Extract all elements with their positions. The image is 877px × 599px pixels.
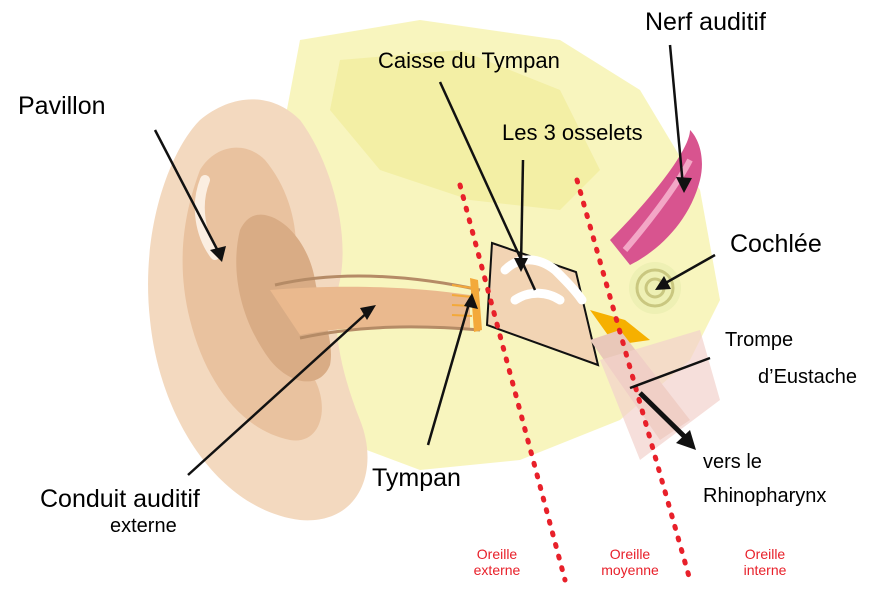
zone-interne-line2: interne [720, 562, 810, 578]
label-trompe: Trompe [725, 329, 793, 352]
label-externe: externe [110, 515, 177, 538]
zone-oreille-interne: Oreille interne [720, 546, 810, 578]
label-rhinopharynx: Rhinopharynx [703, 485, 826, 508]
zone-oreille-moyenne: Oreille moyenne [580, 546, 680, 578]
label-cochlee: Cochlée [730, 230, 822, 259]
label-nerf-auditif: Nerf auditif [645, 8, 766, 37]
label-caisse-du-tympan: Caisse du Tympan [378, 48, 560, 74]
label-tympan: Tympan [372, 464, 461, 493]
label-deustache: d’Eustache [758, 366, 857, 389]
label-vers-le: vers le [703, 451, 762, 474]
zone-moyenne-line2: moyenne [580, 562, 680, 578]
zone-externe-line2: externe [452, 562, 542, 578]
label-les-3-osselets: Les 3 osselets [502, 120, 643, 146]
zone-oreille-externe: Oreille externe [452, 546, 542, 578]
label-pavillon: Pavillon [18, 92, 106, 121]
zone-externe-line1: Oreille [452, 546, 542, 562]
zone-interne-line1: Oreille [720, 546, 810, 562]
label-conduit-auditif: Conduit auditif [40, 485, 200, 514]
zone-moyenne-line1: Oreille [580, 546, 680, 562]
